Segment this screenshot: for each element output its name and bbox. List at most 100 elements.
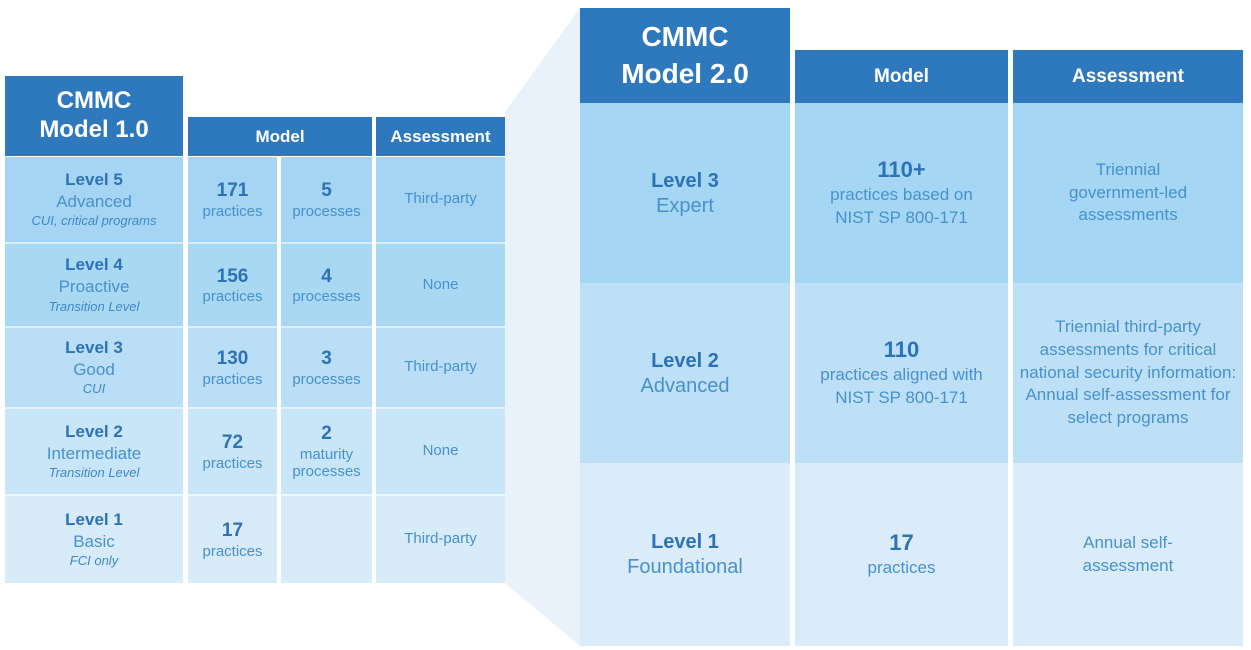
assessment-text: Third-party	[404, 530, 477, 548]
model-cell: 17 practices	[795, 463, 1008, 646]
right-table-title: CMMC Model 2.0	[580, 8, 790, 103]
level-name: Expert	[656, 194, 714, 217]
level-name: Intermediate	[46, 443, 142, 463]
practices-value: 130	[216, 348, 249, 369]
processes-cell	[281, 494, 372, 583]
processes-value: 5	[321, 180, 332, 201]
left-table-row-level4: Level 4 Proactive Transition Level 156 p…	[5, 242, 505, 326]
processes-value: 3	[321, 348, 332, 369]
assessment-cell: Triennial third-party assessments for cr…	[1013, 283, 1243, 463]
processes-label: processes	[292, 202, 361, 220]
level-cell: Level 1 Basic FCI only	[5, 494, 183, 583]
processes-cell: 3 processes	[281, 326, 372, 407]
left-title-line2: Model 1.0	[39, 116, 149, 143]
level-label: Level 3	[65, 337, 123, 357]
level-cell: Level 2 Advanced	[580, 283, 790, 463]
level-name: Advanced	[56, 191, 132, 211]
left-table-row-level5: Level 5 Advanced CUI, critical programs …	[5, 157, 505, 242]
practices-label: practices	[202, 370, 263, 388]
processes-label: processes	[292, 370, 361, 388]
level-label: Level 2	[65, 421, 123, 441]
assessment-text: Annual self-assessment	[1082, 532, 1174, 575]
level-cell: Level 3 Good CUI	[5, 326, 183, 407]
right-assessment-column-header: Assessment	[1013, 50, 1243, 103]
model-value: 110+	[877, 157, 926, 183]
model-value: 110	[883, 337, 920, 363]
right-title-line2: Model 2.0	[621, 57, 749, 89]
practices-label: practices	[202, 202, 263, 220]
level-cell: Level 1 Foundational	[580, 463, 790, 646]
processes-label: maturity processes	[292, 446, 361, 481]
processes-cell: 5 processes	[281, 157, 372, 242]
level-note: Transition Level	[48, 298, 140, 314]
level-label: Level 1	[651, 531, 719, 553]
level-note: Transition Level	[48, 465, 140, 481]
left-table-row-level1: Level 1 Basic FCI only 17 practices Thir…	[5, 494, 505, 583]
level-label: Level 4	[65, 255, 123, 275]
practices-value: 171	[216, 180, 249, 201]
level-name: Basic	[73, 531, 115, 551]
model-value: 17	[889, 530, 914, 556]
practices-label: practices	[202, 288, 263, 306]
practices-label: practices	[202, 454, 263, 472]
practices-value: 72	[221, 432, 244, 453]
level-note: CUI	[82, 381, 106, 397]
level-label: Level 3	[651, 169, 719, 192]
level-cell: Level 2 Intermediate Transition Level	[5, 407, 183, 494]
practices-cell: 17 practices	[188, 494, 277, 583]
practices-cell: 171 practices	[188, 157, 277, 242]
assessment-cell: Third-party	[376, 494, 505, 583]
right-title-line1: CMMC	[641, 21, 729, 53]
assessment-text: Third-party	[404, 358, 477, 376]
assessment-cell: Third-party	[376, 157, 505, 242]
level-name: Good	[73, 359, 115, 379]
model-description: practices aligned with NIST SP 800-171	[820, 364, 983, 407]
right-table-row-level1: Level 1 Foundational 17 practices Annual…	[580, 463, 1243, 646]
assessment-text: Third-party	[404, 190, 477, 208]
model-cell: 110 practices aligned with NIST SP 800-1…	[795, 283, 1008, 463]
level-label: Level 2	[651, 349, 719, 372]
right-model-column-header: Model	[795, 50, 1008, 103]
processes-value: 4	[321, 265, 332, 287]
practices-cell: 130 practices	[188, 326, 277, 407]
processes-value: 2	[321, 423, 332, 445]
right-table-row-level2: Level 2 Advanced 110 practices aligned w…	[580, 283, 1243, 463]
assessment-cell: Third-party	[376, 326, 505, 407]
level-cell: Level 3 Expert	[580, 103, 790, 283]
assessment-text: None	[422, 275, 459, 293]
level-cell: Level 5 Advanced CUI, critical programs	[5, 157, 183, 242]
model-cell: 110+ practices based on NIST SP 800-171	[795, 103, 1008, 283]
level-name: Advanced	[640, 374, 730, 397]
assessment-cell: None	[376, 407, 505, 494]
model-description: practices based on NIST SP 800-171	[830, 184, 973, 227]
level-cell: Level 4 Proactive Transition Level	[5, 242, 183, 326]
left-model-column-header: Model	[188, 117, 372, 156]
level-note: CUI, critical programs	[31, 213, 157, 229]
left-title-line1: CMMC	[56, 87, 132, 115]
left-table-row-level2: Level 2 Intermediate Transition Level 72…	[5, 407, 505, 494]
assessment-text: Triennial government-led assessments	[1068, 159, 1188, 225]
assessment-cell: Triennial government-led assessments	[1013, 103, 1243, 283]
left-table-row-level3: Level 3 Good CUI 130 practices 3 process…	[5, 326, 505, 407]
left-table-title: CMMC Model 1.0	[5, 76, 183, 156]
right-table-row-level3: Level 3 Expert 110+ practices based on N…	[580, 103, 1243, 283]
processes-cell: 2 maturity processes	[281, 407, 372, 494]
practices-cell: 72 practices	[188, 407, 277, 494]
practices-value: 17	[221, 520, 244, 541]
processes-label: processes	[292, 288, 361, 306]
level-name: Foundational	[627, 556, 743, 578]
assessment-text: Triennial third-party assessments for cr…	[1019, 316, 1237, 428]
practices-value: 156	[216, 265, 249, 287]
left-assessment-column-header: Assessment	[376, 117, 505, 156]
model-description: practices	[867, 557, 936, 577]
practices-label: practices	[202, 542, 263, 560]
level-name: Proactive	[58, 277, 130, 297]
level-note: FCI only	[69, 553, 119, 569]
assessment-cell: Annual self-assessment	[1013, 463, 1243, 646]
level-label: Level 1	[65, 509, 123, 529]
practices-cell: 156 practices	[188, 242, 277, 326]
assessment-text: None	[422, 442, 459, 460]
processes-cell: 4 processes	[281, 242, 372, 326]
